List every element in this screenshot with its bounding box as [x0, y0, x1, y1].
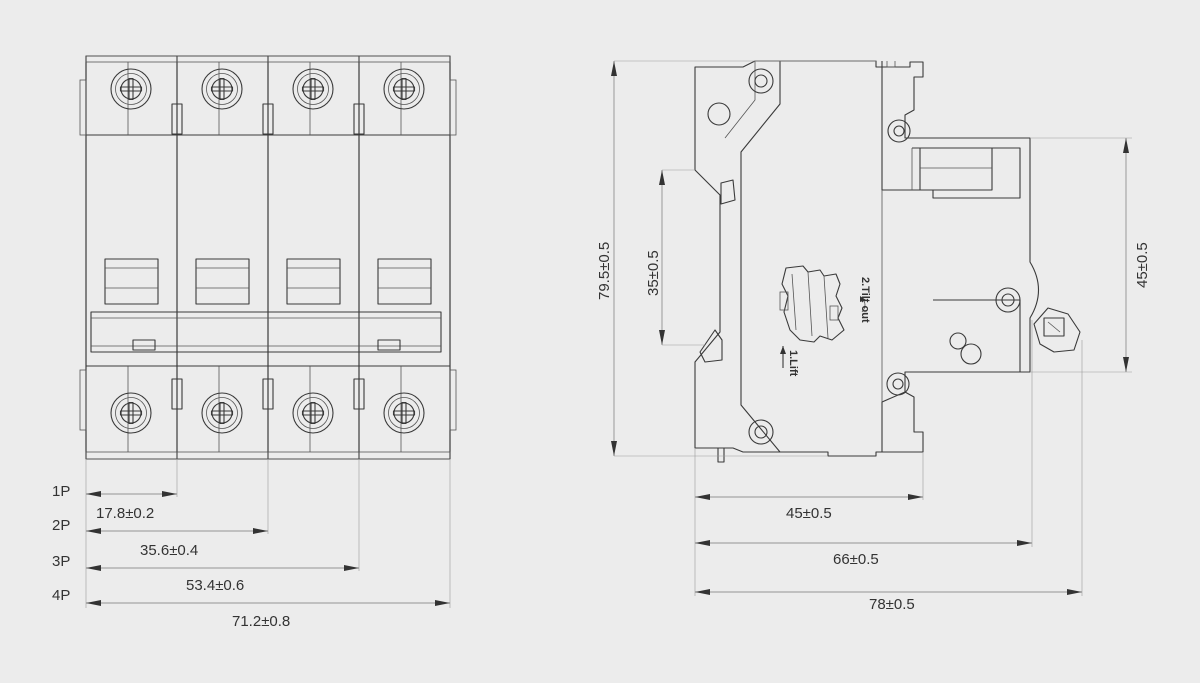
dim-height-overall — [611, 61, 617, 456]
clip-mechanism — [779, 265, 866, 368]
height-dim-rail: 35±0.5 — [645, 250, 662, 296]
pole-1 — [86, 56, 177, 459]
dim-depth-78 — [695, 589, 1082, 595]
dim-depth-45 — [695, 494, 923, 500]
pole-label-2p: 2P — [52, 517, 70, 534]
dim-height-rail — [659, 170, 665, 345]
pole-2 — [177, 56, 268, 459]
dim-3p — [86, 565, 359, 571]
pole-3 — [268, 56, 359, 459]
width-dim-2p: 35.6±0.4 — [140, 542, 198, 559]
dim-4p — [86, 600, 450, 606]
handle-tie-bar — [90, 311, 442, 353]
pole-clips — [171, 103, 365, 410]
depth-dim-66: 66±0.5 — [833, 551, 879, 568]
dim-2p — [86, 528, 268, 534]
pole-label-4p: 4P — [52, 587, 70, 604]
pole-label-1p: 1P — [52, 483, 70, 500]
side-fixing-screws — [707, 68, 1021, 445]
height-dim-overall: 79.5±0.5 — [596, 242, 613, 300]
depth-dim-45: 45±0.5 — [786, 505, 832, 522]
pole-4 — [359, 56, 450, 459]
dim-1p — [86, 491, 177, 497]
din-slot — [919, 147, 993, 191]
side-view: 2.Tilt out 1.Lift 79.5±0.5 35±0.5 — [596, 60, 1151, 613]
instruction-lift: 1.Lift — [787, 350, 799, 377]
front-panel-edge — [740, 61, 781, 453]
dim-height-front — [1123, 138, 1129, 372]
din-latch — [1033, 307, 1081, 353]
depth-dim-78: 78±0.5 — [869, 596, 915, 613]
side-housing-outline — [694, 60, 1040, 457]
width-dim-1p: 17.8±0.2 — [96, 505, 154, 522]
width-dim-3p: 53.4±0.6 — [186, 577, 244, 594]
instruction-tilt-out: 2.Tilt out — [859, 277, 871, 323]
dim-depth-66 — [695, 540, 1032, 546]
height-dim-front: 45±0.5 — [1134, 242, 1151, 288]
pole-label-3p: 3P — [52, 553, 70, 570]
front-view: 1P 2P 3P 4P 17.8±0.2 — [52, 55, 457, 630]
width-dim-4p: 71.2±0.8 — [232, 613, 290, 630]
